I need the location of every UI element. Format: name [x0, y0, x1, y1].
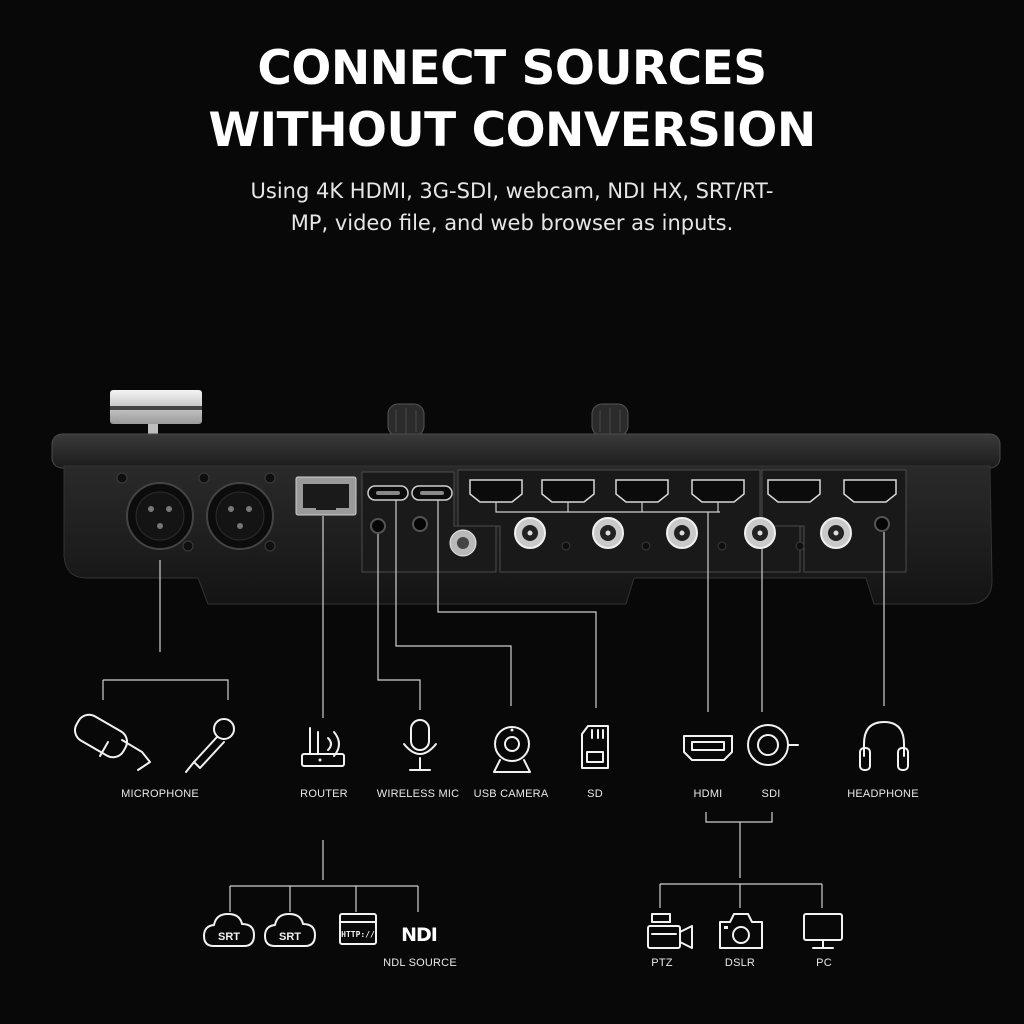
- hdmi-port-5: [767, 479, 821, 503]
- hdmi-port-1: [469, 479, 523, 503]
- sdi-port-4: [744, 517, 776, 549]
- rotary-knob-1: [387, 403, 425, 437]
- label-microphone: MICROPHONE: [121, 788, 199, 800]
- lan-port: [295, 476, 357, 516]
- hdmi-port-2: [541, 479, 595, 503]
- http-browser-icon: HTTP://: [339, 913, 377, 945]
- sd-slot: [449, 529, 477, 557]
- audio-jack-1: [370, 518, 386, 534]
- pc-monitor-icon: [803, 913, 843, 949]
- subtitle-line-2: MP, video file, and web browser as input…: [290, 211, 734, 235]
- label-ptz: PTZ: [651, 957, 672, 969]
- sd-card-icon: [581, 725, 609, 769]
- xlr-port-1: [126, 482, 194, 550]
- hdmi-port-6: [843, 479, 897, 503]
- srt-text-1: SRT: [218, 931, 240, 943]
- audio-jack-2: [412, 516, 428, 532]
- label-wireless-mic: WIRELESS MIC: [377, 788, 459, 800]
- srt-cloud-icon-2: SRT: [264, 913, 316, 947]
- rotary-knob-2: [591, 403, 629, 437]
- http-text: HTTP://: [341, 930, 375, 939]
- label-sd: SD: [587, 788, 603, 800]
- dslr-camera-icon: [719, 913, 763, 949]
- label-pc: PC: [816, 957, 832, 969]
- label-usb-camera: USB CAMERA: [474, 788, 549, 800]
- sdi-bnc-icon: [747, 724, 799, 766]
- hdmi-port-3: [615, 479, 669, 503]
- ptz-camera-icon: [647, 913, 693, 949]
- sdi-port-5: [820, 517, 852, 549]
- usb-c-port-1: [367, 485, 409, 501]
- hdmi-icon: [683, 735, 733, 761]
- subtitle-line-1: Using 4K HDMI, 3G-SDI, webcam, NDI HX, S…: [250, 179, 774, 203]
- label-dslr: DSLR: [725, 957, 755, 969]
- page-subtitle: Using 4K HDMI, 3G-SDI, webcam, NDI HX, S…: [212, 175, 812, 239]
- usb-c-port-2: [411, 485, 453, 501]
- title-line-2: WITHOUT CONVERSION: [208, 103, 816, 158]
- sdi-port-2: [592, 517, 624, 549]
- handheld-microphone-icon: [185, 718, 235, 773]
- ndi-logo: NDI: [401, 924, 437, 946]
- headphone-icon: [859, 721, 909, 771]
- label-ndi-source: NDL SOURCE: [383, 957, 457, 969]
- xlr-port-2: [206, 482, 274, 550]
- label-headphone: HEADPHONE: [847, 788, 918, 800]
- label-hdmi: HDMI: [694, 788, 723, 800]
- usb-camera-icon: [493, 726, 531, 773]
- label-sdi: SDI: [762, 788, 781, 800]
- t-bar-fader: [110, 390, 202, 436]
- hdmi-port-4: [691, 479, 745, 503]
- connection-lines: [102, 500, 885, 912]
- srt-cloud-icon-1: SRT: [203, 913, 255, 947]
- page-title: CONNECT SOURCES WITHOUT CONVERSION: [0, 38, 1024, 162]
- sdi-port-3: [666, 517, 698, 549]
- sdi-port-1: [514, 517, 546, 549]
- router-icon: [301, 727, 345, 767]
- wireless-mic-icon: [403, 719, 437, 771]
- title-line-1: CONNECT SOURCES: [257, 41, 767, 96]
- label-router: ROUTER: [300, 788, 348, 800]
- srt-text-2: SRT: [279, 931, 301, 943]
- audio-jack-3: [874, 516, 890, 532]
- switcher-device: [51, 390, 1001, 605]
- wired-microphone-icon: [74, 713, 151, 771]
